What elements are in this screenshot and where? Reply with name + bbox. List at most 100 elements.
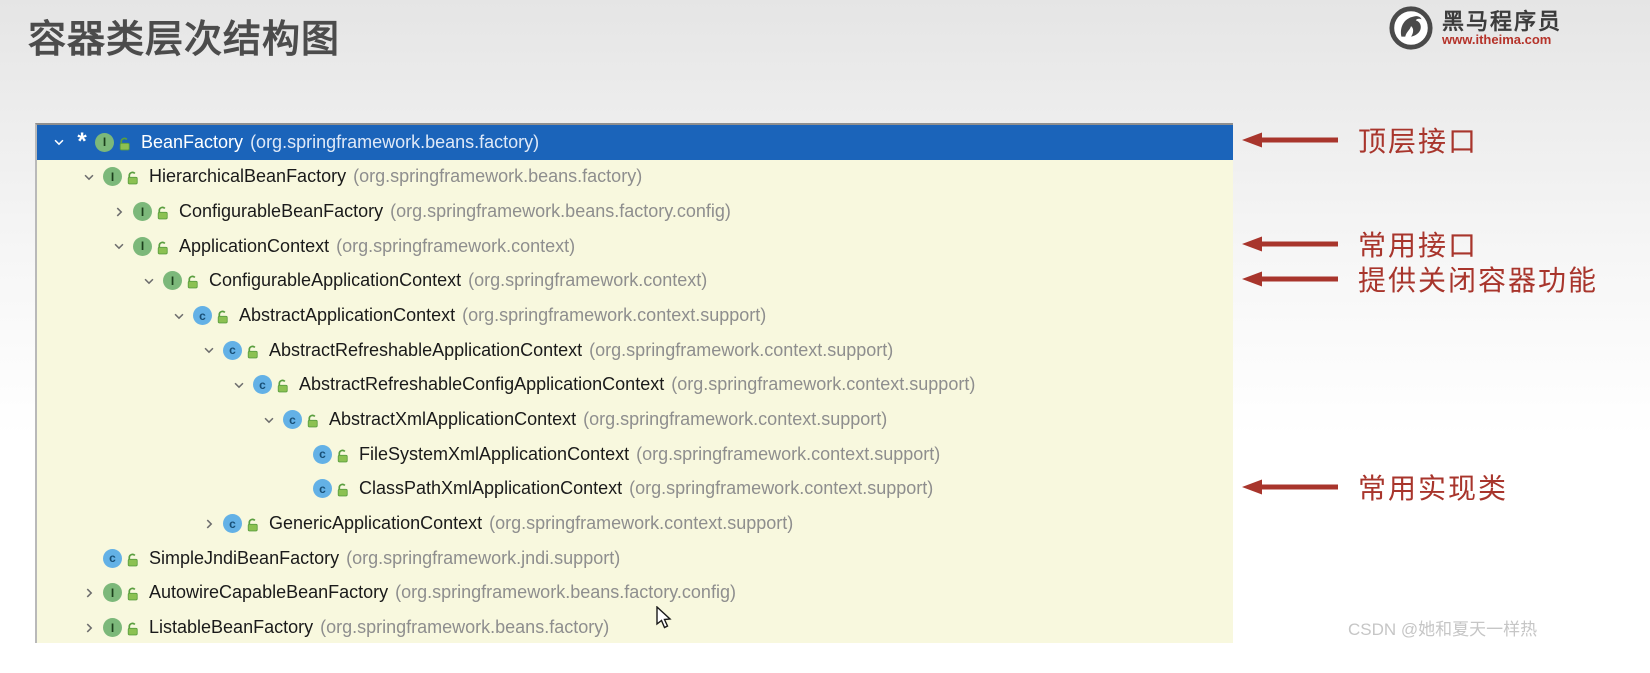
- left-arrow-icon: [1242, 479, 1338, 495]
- class-icon: c: [193, 306, 212, 326]
- package-name: (org.springframework.beans.factory): [250, 131, 540, 152]
- lock-icon: [335, 447, 350, 463]
- lock-icon: [245, 516, 260, 532]
- class-icon: c: [103, 548, 122, 568]
- class-name: SimpleJndiBeanFactory: [149, 547, 340, 568]
- lock-icon: [125, 585, 140, 601]
- chevron-placeholder: [77, 550, 101, 566]
- mouse-cursor-icon: [656, 606, 672, 629]
- lock-icon: [125, 551, 140, 567]
- tree-row[interactable]: c ClassPathXmlApplicationContext (org.spri…: [37, 472, 1233, 507]
- interface-icon: I: [133, 202, 152, 222]
- package-name: (org.springframework.context): [468, 270, 708, 291]
- chevron-down-icon[interactable]: [197, 342, 221, 358]
- annotation-11: 常用实现类: [1240, 470, 1508, 504]
- chevron-down-icon[interactable]: [227, 377, 251, 393]
- package-name: (org.springframework.beans.factory.confi…: [395, 582, 736, 603]
- left-arrow-icon: [1242, 271, 1338, 287]
- chevron-right-icon[interactable]: [77, 585, 101, 601]
- chevron-down-icon[interactable]: [137, 273, 161, 289]
- chevron-down-icon[interactable]: [257, 412, 281, 428]
- page-title: 容器类层次结构图: [28, 19, 341, 61]
- class-name: ListableBeanFactory: [149, 617, 314, 638]
- package-name: (org.springframework.context.support): [636, 443, 941, 464]
- package-name: (org.springframework.context.support): [489, 513, 794, 534]
- annotation-4: 常用接口: [1240, 227, 1478, 261]
- interface-icon: I: [133, 236, 152, 256]
- annotation-label: 常用接口: [1358, 230, 1479, 262]
- base-class-marker: *: [77, 128, 87, 156]
- package-name: (org.springframework.context.support): [671, 374, 976, 395]
- interface-icon: I: [103, 583, 122, 603]
- annotation-label: 常用实现类: [1358, 473, 1509, 504]
- chevron-down-icon[interactable]: [167, 308, 191, 324]
- tree-row[interactable]: c AbstractApplicationContext (org.springfr…: [37, 298, 1233, 333]
- lock-icon: [125, 620, 140, 636]
- class-icon: c: [223, 514, 242, 534]
- chevron-placeholder: [287, 446, 311, 462]
- chevron-down-icon[interactable]: [47, 134, 71, 150]
- lock-icon: [117, 135, 132, 151]
- tree-row[interactable]: c AbstractRefreshableConfigApplicationCon…: [37, 368, 1233, 403]
- class-name: AbstractXmlApplicationContext: [329, 409, 577, 430]
- tree-row[interactable]: I ListableBeanFactory (org.springframework…: [37, 610, 1233, 645]
- interface-icon: I: [103, 618, 122, 638]
- package-name: (org.springframework.context): [336, 235, 576, 256]
- left-arrow-icon: [1242, 132, 1338, 148]
- tree-row[interactable]: c FileSystemXmlApplicationContext (org.spr…: [37, 437, 1233, 472]
- class-name: ApplicationContext: [179, 235, 330, 256]
- chevron-down-icon[interactable]: [77, 169, 101, 185]
- package-name: (org.springframework.beans.factory): [353, 166, 643, 187]
- tree-row[interactable]: c AbstractXmlApplicationContext (org.sprin…: [37, 402, 1233, 437]
- annotation-label: 顶层接口: [1358, 126, 1479, 158]
- chevron-right-icon[interactable]: [197, 516, 221, 532]
- chevron-right-icon[interactable]: [77, 620, 101, 636]
- class-icon: c: [283, 410, 302, 430]
- annotation-label: 提供关闭容器功能: [1358, 265, 1599, 296]
- class-name: AbstractRefreshableConfigApplicationCont…: [299, 374, 665, 395]
- tree-row[interactable]: I ApplicationContext (org.springframework.…: [37, 229, 1233, 264]
- interface-icon: I: [103, 167, 122, 187]
- class-name: BeanFactory: [141, 131, 244, 152]
- tree-row[interactable]: c GenericApplicationContext (org.springfra…: [37, 506, 1233, 541]
- package-name: (org.springframework.context.support): [589, 339, 894, 360]
- watermark: CSDN @她和夏天一样热: [1348, 620, 1538, 639]
- chevron-right-icon[interactable]: [107, 204, 131, 220]
- class-icon: c: [223, 340, 242, 360]
- lock-icon: [305, 412, 320, 428]
- tree-row[interactable]: * I BeanFactory (org.springframework.beans.…: [37, 125, 1233, 160]
- tree-row[interactable]: I HierarchicalBeanFactory (org.springframe…: [37, 160, 1233, 195]
- interface-icon: I: [163, 271, 182, 291]
- brand-logo: 黑马程序员 www.itheima.com: [1388, 5, 1562, 51]
- class-icon: c: [313, 444, 332, 464]
- brand-url: www.itheima.com: [1442, 31, 1552, 47]
- class-name: AbstractApplicationContext: [239, 305, 456, 326]
- lock-icon: [125, 169, 140, 185]
- horse-icon: [1389, 6, 1433, 50]
- lock-icon: [185, 273, 200, 289]
- class-name: HierarchicalBeanFactory: [149, 166, 347, 187]
- annotation-5: 提供关闭容器功能: [1240, 262, 1598, 296]
- annotation-1: 顶层接口: [1240, 123, 1478, 157]
- package-name: (org.springframework.beans.factory): [320, 617, 610, 638]
- package-name: (org.springframework.context.support): [583, 409, 888, 430]
- lock-icon: [275, 377, 290, 393]
- class-icon: c: [313, 479, 332, 499]
- package-name: (org.springframework.jndi.support): [346, 547, 621, 568]
- tree-row[interactable]: c SimpleJndiBeanFactory (org.springframewo…: [37, 541, 1233, 576]
- class-name: FileSystemXmlApplicationContext: [359, 443, 630, 464]
- interface-icon: I: [95, 132, 114, 152]
- lock-icon: [245, 343, 260, 359]
- package-name: (org.springframework.context.support): [629, 478, 934, 499]
- chevron-down-icon[interactable]: [107, 238, 131, 254]
- package-name: (org.springframework.context.support): [462, 305, 767, 326]
- lock-icon: [155, 204, 170, 220]
- class-icon: c: [253, 375, 272, 395]
- class-name: ClassPathXmlApplicationContext: [359, 478, 623, 499]
- lock-icon: [215, 308, 230, 324]
- class-name: GenericApplicationContext: [269, 513, 483, 534]
